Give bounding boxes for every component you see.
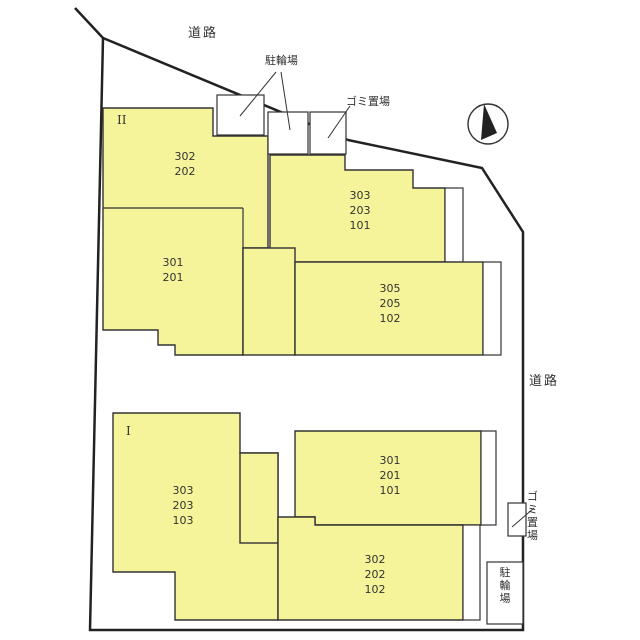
building-2 (102, 107, 502, 356)
building-1-notch (112, 556, 175, 573)
garbage-box (507, 502, 527, 537)
balcony (462, 524, 481, 621)
building-1-name: I (126, 424, 131, 438)
leader-line (327, 105, 351, 139)
building-2-east-lower-block (294, 261, 484, 356)
leader-line (280, 71, 291, 131)
leader-line (511, 507, 535, 528)
garbage-box (309, 111, 347, 155)
balcony (480, 430, 497, 526)
leader-line (239, 71, 277, 117)
garbage-area-label: ゴミ置場 (346, 95, 390, 108)
bicycle-parking-label-south: 駐輪場 (499, 566, 511, 605)
road-label-north: 道路 (188, 26, 219, 41)
road-label-east: 道路 (529, 374, 560, 389)
building-1 (112, 412, 497, 621)
balcony (482, 261, 502, 356)
bicycle-box (486, 561, 524, 625)
garbage-area-label-south: ゴミ置場 (527, 490, 538, 542)
north-facilities (216, 71, 351, 155)
bicycle-parking-label: 駐輪場 (265, 54, 298, 67)
building-1-stair-core (239, 452, 279, 544)
building-2-name: II (117, 113, 127, 127)
south-facilities (486, 502, 535, 625)
building-2-notch (102, 312, 158, 331)
balcony (444, 187, 464, 263)
building-2-stair-core (242, 247, 296, 356)
north-arrow-icon (467, 103, 509, 145)
